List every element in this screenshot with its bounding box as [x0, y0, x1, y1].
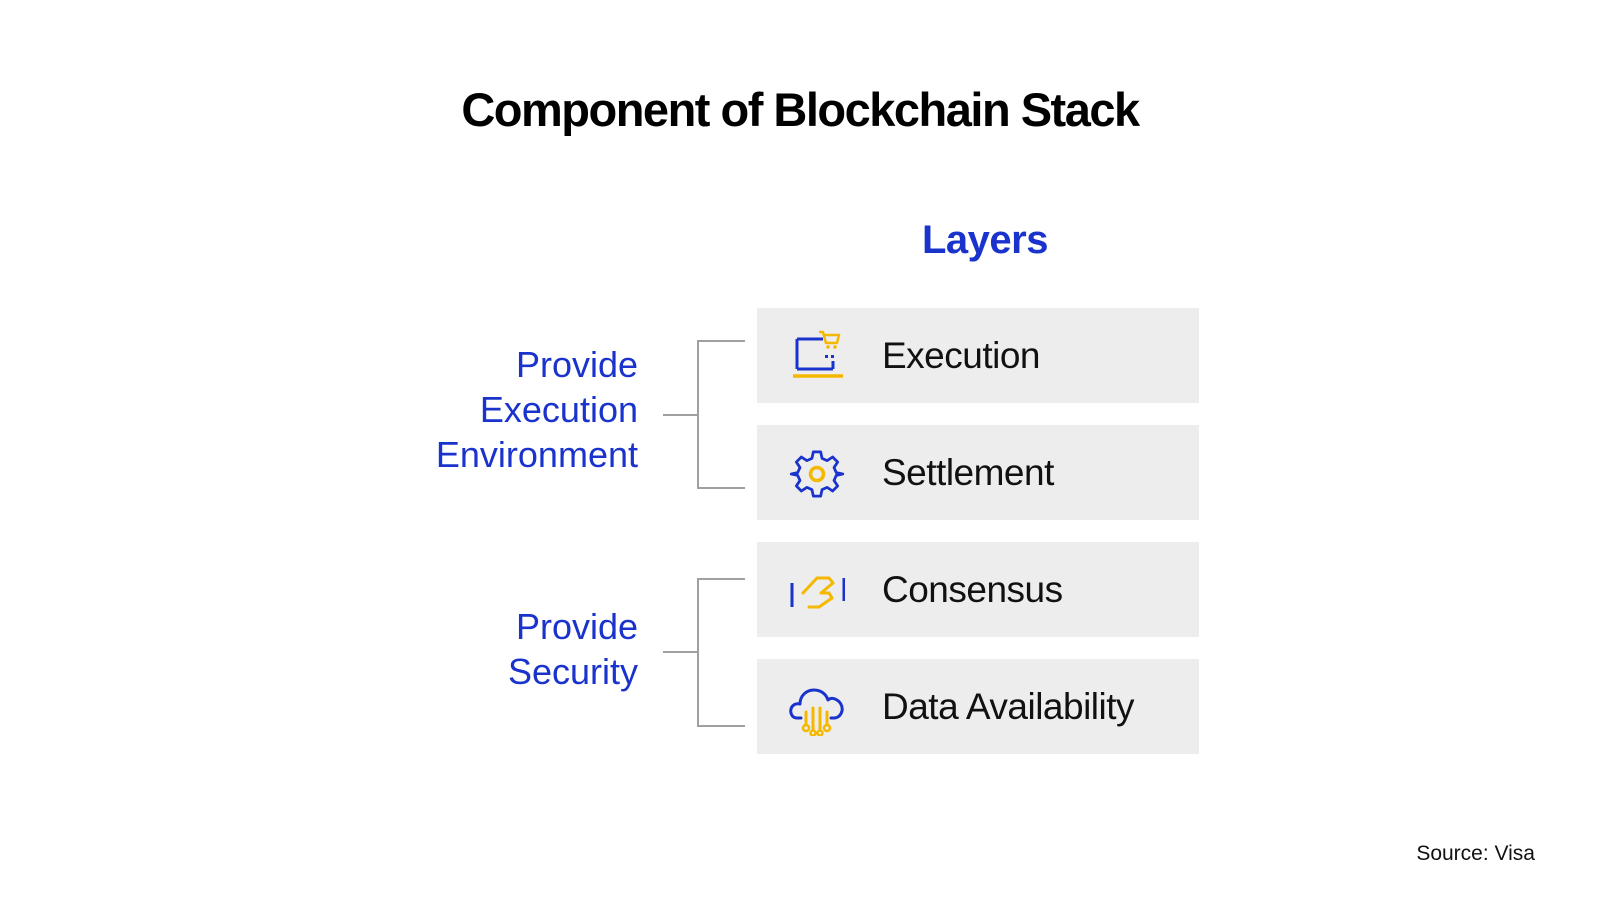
layer-box-execution: Execution [757, 308, 1199, 403]
layer-box-data-availability: Data Availability [757, 659, 1199, 754]
handshake-icon [790, 576, 845, 609]
group-label-security: Provide Security [508, 604, 638, 694]
source-note: Source: Visa [1416, 842, 1535, 865]
layer-box-consensus: Consensus [757, 542, 1199, 637]
group-label-line: Security [507, 651, 638, 692]
group-label-line: Execution [479, 389, 638, 430]
bracket-execution-environment [663, 340, 745, 489]
bracket-security [663, 578, 745, 727]
group-label-line: Provide [515, 344, 638, 385]
laptop-cart-icon [793, 330, 843, 378]
gear-icon [789, 450, 845, 498]
group-label-line: Provide [515, 606, 638, 647]
layer-label: Data Availability [882, 686, 1135, 727]
layer-label: Settlement [882, 452, 1054, 493]
layer-label: Execution [882, 335, 1041, 376]
layers-heading: Layers [922, 218, 1048, 262]
cloud-network-icon [789, 688, 844, 736]
diagram-title: Component of Blockchain Stack [461, 83, 1140, 136]
layer-label: Consensus [882, 569, 1063, 610]
group-label-line: Environment [435, 434, 638, 475]
layer-box-settlement: Settlement [757, 425, 1199, 520]
group-label-execution-environment: Provide Execution Environment [436, 342, 638, 477]
